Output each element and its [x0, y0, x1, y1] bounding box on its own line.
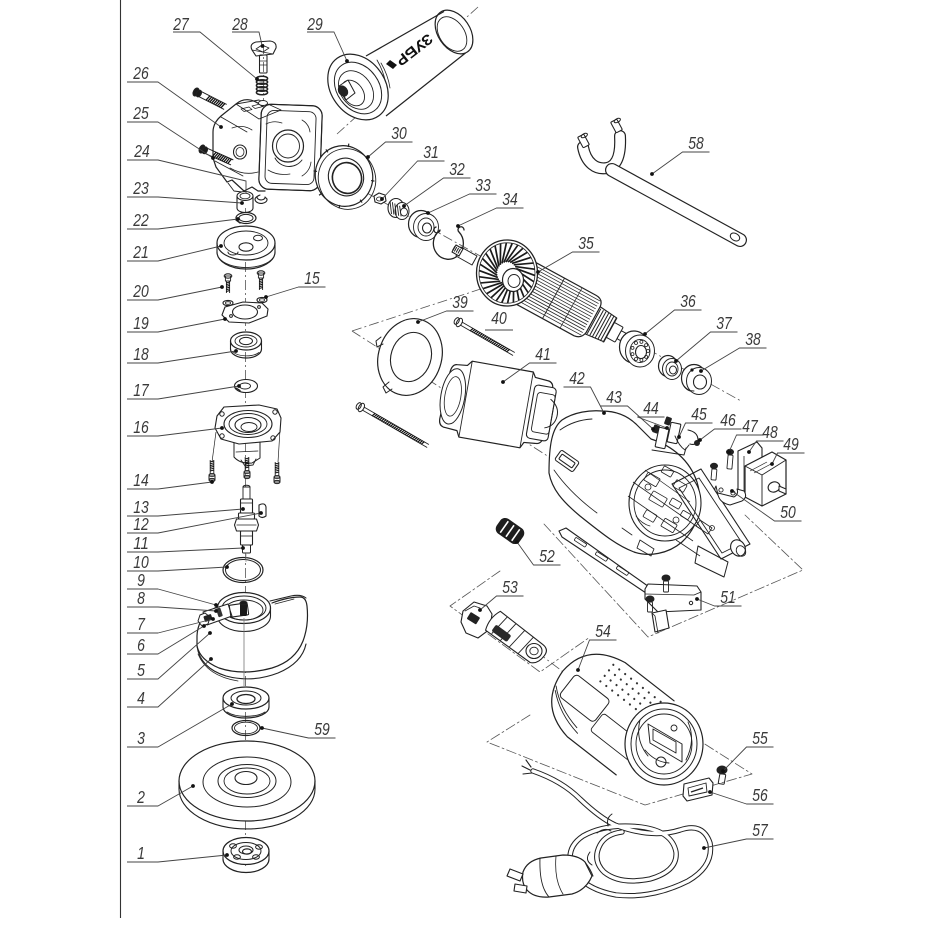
- svg-text:55: 55: [752, 728, 768, 748]
- svg-text:17: 17: [133, 380, 150, 400]
- svg-text:14: 14: [133, 470, 149, 490]
- svg-text:19: 19: [133, 313, 149, 333]
- svg-text:56: 56: [752, 785, 768, 805]
- svg-text:32: 32: [449, 159, 465, 179]
- svg-text:33: 33: [475, 175, 491, 195]
- svg-text:59: 59: [314, 719, 330, 739]
- svg-text:6: 6: [137, 635, 145, 655]
- svg-text:24: 24: [133, 141, 150, 161]
- svg-text:20: 20: [132, 281, 149, 301]
- svg-text:40: 40: [491, 308, 507, 328]
- svg-text:44: 44: [643, 398, 659, 418]
- svg-text:1: 1: [137, 843, 145, 863]
- svg-text:50: 50: [780, 502, 796, 522]
- svg-text:38: 38: [745, 329, 761, 349]
- svg-text:53: 53: [502, 577, 518, 597]
- svg-text:45: 45: [691, 404, 707, 424]
- svg-text:52: 52: [539, 546, 555, 566]
- svg-text:13: 13: [133, 497, 149, 517]
- svg-text:3: 3: [137, 728, 145, 748]
- svg-text:49: 49: [783, 434, 799, 454]
- svg-text:41: 41: [535, 344, 551, 364]
- svg-text:7: 7: [137, 614, 146, 634]
- svg-text:5: 5: [137, 660, 145, 680]
- svg-text:30: 30: [391, 123, 407, 143]
- svg-text:2: 2: [136, 787, 145, 807]
- svg-text:39: 39: [452, 292, 468, 312]
- svg-text:35: 35: [578, 233, 594, 253]
- svg-text:4: 4: [137, 688, 145, 708]
- svg-text:34: 34: [502, 189, 518, 209]
- svg-text:27: 27: [172, 14, 189, 34]
- svg-text:47: 47: [742, 416, 759, 436]
- svg-text:43: 43: [606, 387, 622, 407]
- svg-text:23: 23: [132, 178, 149, 198]
- svg-text:8: 8: [137, 588, 145, 608]
- svg-text:12: 12: [133, 514, 149, 534]
- svg-text:48: 48: [762, 422, 778, 442]
- svg-text:51: 51: [720, 587, 736, 607]
- svg-text:29: 29: [306, 14, 323, 34]
- svg-text:54: 54: [595, 621, 611, 641]
- svg-text:36: 36: [680, 291, 696, 311]
- svg-text:26: 26: [132, 63, 149, 83]
- svg-text:25: 25: [132, 103, 149, 123]
- svg-text:46: 46: [720, 410, 736, 430]
- svg-text:22: 22: [132, 210, 149, 230]
- svg-text:31: 31: [423, 142, 439, 162]
- svg-text:57: 57: [752, 820, 769, 840]
- svg-text:9: 9: [137, 570, 145, 590]
- svg-text:15: 15: [304, 268, 320, 288]
- svg-text:21: 21: [132, 242, 148, 262]
- svg-text:10: 10: [133, 552, 149, 572]
- svg-text:16: 16: [133, 417, 149, 437]
- svg-text:58: 58: [688, 133, 704, 153]
- svg-text:42: 42: [569, 368, 585, 388]
- svg-text:28: 28: [231, 14, 248, 34]
- svg-text:18: 18: [133, 344, 149, 364]
- svg-text:37: 37: [716, 313, 733, 333]
- svg-text:11: 11: [133, 533, 149, 553]
